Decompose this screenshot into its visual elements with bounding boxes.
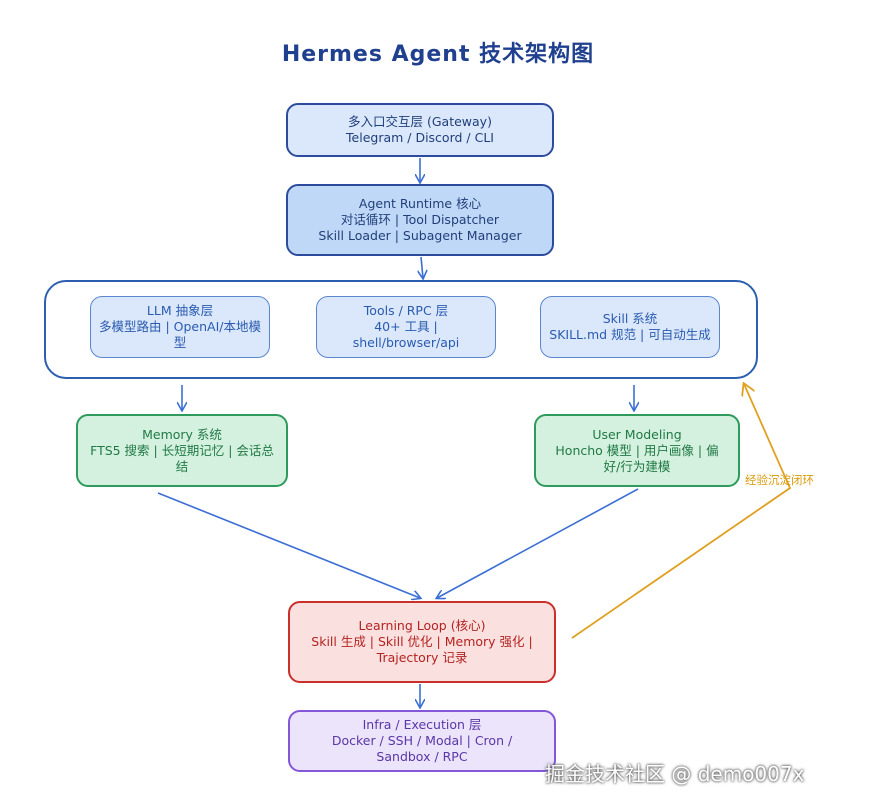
tools-box: Tools / RPC 层 40+ 工具 | shell/browser/api xyxy=(316,296,496,358)
gateway-title: 多入口交互层 (Gateway) xyxy=(348,114,492,129)
arrow-user-modeling-to-learning xyxy=(437,488,639,598)
skill-box: Skill 系统 SKILL.md 规范 | 可自动生成 xyxy=(540,296,720,358)
user-modeling-detail-1: Honcho 模型 | 用户画像 | 偏 xyxy=(555,442,719,458)
user-modeling-detail-2: 好/行为建模 xyxy=(603,458,671,474)
infra-title: Infra / Execution 层 xyxy=(362,717,482,732)
learning-loop-box: Learning Loop (核心) Skill 生成 | Skill 优化 |… xyxy=(288,601,556,683)
skill-detail: SKILL.md 规范 | 可自动生成 xyxy=(549,327,711,342)
infra-detail-2: Sandbox / RPC xyxy=(376,749,468,764)
runtime-detail-2: Skill Loader | Subagent Manager xyxy=(318,228,522,243)
user-modeling-title: User Modeling xyxy=(592,426,682,442)
memory-box: Memory 系统 FTS5 搜索 | 长短期记忆 | 会话总结 xyxy=(76,414,288,487)
core-layers-container xyxy=(44,280,758,379)
learning-loop-title: Learning Loop (核心) xyxy=(358,618,486,633)
memory-title: Memory 系统 xyxy=(142,426,222,442)
runtime-box: Agent Runtime 核心 对话循环 | Tool Dispatcher … xyxy=(286,184,554,256)
diagram-title: Hermes Agent 技术架构图 xyxy=(281,42,595,67)
memory-detail: FTS5 搜索 | 长短期记忆 | 会话总结 xyxy=(90,442,274,474)
llm-detail: 多模型路由 | OpenAI/本地模型 xyxy=(99,319,261,350)
gateway-detail: Telegram / Discord / CLI xyxy=(346,130,494,145)
tools-title: Tools / RPC 层 xyxy=(363,303,449,318)
user-modeling-box: User Modeling Honcho 模型 | 用户画像 | 偏 好/行为建… xyxy=(534,414,740,487)
arrow-experience-loop xyxy=(571,384,792,639)
runtime-detail-1: 对话循环 | Tool Dispatcher xyxy=(340,212,500,227)
tools-detail: 40+ 工具 | shell/browser/api xyxy=(352,319,460,350)
infra-detail-1: Docker / SSH / Modal | Cron / xyxy=(331,733,513,748)
arrow-memory-to-learning xyxy=(157,492,420,598)
arrow-runtime-to-core xyxy=(421,256,423,278)
runtime-title: Agent Runtime 核心 xyxy=(358,196,482,211)
infra-box: Infra / Execution 层 Docker / SSH / Modal… xyxy=(288,710,556,772)
learning-loop-detail-1: Skill 生成 | Skill 优化 | Memory 强化 | xyxy=(311,634,533,649)
experience-loop-label: 经验沉淀闭环 xyxy=(745,473,814,487)
llm-box: LLM 抽象层 多模型路由 | OpenAI/本地模型 xyxy=(90,296,270,358)
learning-loop-detail-2: Trajectory 记录 xyxy=(376,650,468,665)
skill-title: Skill 系统 xyxy=(602,311,658,326)
gateway-box: 多入口交互层 (Gateway) Telegram / Discord / CL… xyxy=(286,103,554,157)
llm-title: LLM 抽象层 xyxy=(146,303,214,318)
watermark: 掘金技术社区 @ demo007x xyxy=(545,762,805,786)
